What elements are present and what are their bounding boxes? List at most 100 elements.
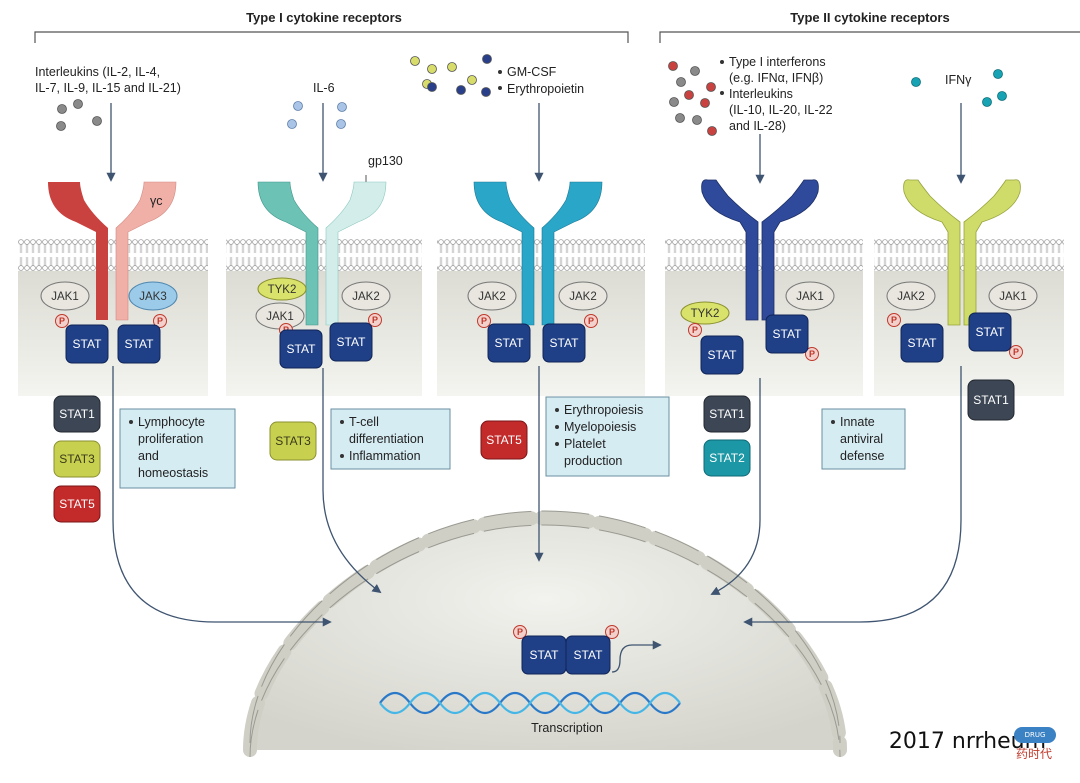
phospho-site (805, 347, 819, 361)
jak1-kinase (988, 281, 1038, 311)
stat-protein (968, 312, 1012, 352)
il10-label-line2: (IL-10, IL-20, IL-22 (729, 103, 833, 117)
jak2-kinase (341, 281, 391, 311)
svg-text:P: P (809, 349, 815, 359)
svg-text:STAT1: STAT1 (59, 407, 95, 421)
stat-protein (65, 324, 109, 364)
il-pathway-arrow (112, 366, 332, 627)
svg-text:JAK3: JAK3 (139, 291, 167, 303)
outcome-box-antiviral (821, 408, 906, 470)
gmcsf-ligand-dots (410, 54, 492, 97)
jak2-kinase (886, 281, 936, 311)
svg-text:P: P (692, 325, 698, 335)
svg-text:defense: defense (840, 449, 885, 463)
type2-bracket (659, 31, 1080, 43)
ifn-receptor-chain-a (701, 179, 759, 321)
ifng-label: IFNγ (945, 73, 972, 87)
svg-text:P: P (891, 315, 897, 325)
transcription-arrow (611, 640, 662, 673)
il-ligand-dots (56, 99, 102, 131)
svg-text:proliferation: proliferation (138, 432, 203, 446)
jak3-kinase (128, 281, 178, 311)
panel-gmcsf-epo: GM-CSF Erythropoietin JAK2 JAK2 P P STAT… (410, 54, 670, 562)
phospho-site (513, 625, 527, 639)
gc-receptor-chain (115, 181, 177, 321)
svg-text:STAT: STAT (125, 337, 155, 351)
nucleus (243, 510, 847, 758)
stat5-chip (53, 485, 101, 523)
stat-protein (565, 635, 611, 675)
svg-text:JAK1: JAK1 (266, 311, 294, 323)
stat1-chip (703, 395, 751, 433)
stat-protein (279, 329, 323, 369)
stat3-chip (269, 421, 317, 461)
svg-text:STAT1: STAT1 (709, 407, 745, 421)
phospho-site (368, 313, 382, 327)
jak1-kinase (40, 281, 90, 311)
stat2-chip (703, 439, 751, 477)
membrane-1 (18, 237, 208, 271)
svg-text:and: and (138, 449, 159, 463)
tyk2-kinase (680, 301, 730, 325)
panel-il6: IL-6 gp130 TYK2 JAK1 JAK2 P P STAT STAT … (255, 81, 451, 594)
stat1-chip (53, 395, 101, 433)
svg-text:STAT: STAT (976, 325, 1006, 339)
gp130-receptor-chain (325, 181, 387, 326)
svg-text:TYK2: TYK2 (691, 308, 720, 320)
svg-text:STAT: STAT (530, 648, 560, 662)
stat-protein (117, 324, 161, 364)
membrane-3 (437, 237, 645, 271)
stat-protein (542, 323, 586, 363)
gp130-label: gp130 (368, 154, 403, 168)
drug-times-logo: DRUG TIMES 药时代 (1010, 727, 1058, 765)
svg-text:STAT: STAT (908, 336, 938, 350)
svg-text:production: production (564, 454, 622, 468)
svg-text:STAT: STAT (708, 348, 738, 362)
svg-text:STAT: STAT (287, 342, 317, 356)
ifn-label-line1: Type I interferons (729, 55, 826, 69)
ifn-pathway-arrow (710, 378, 761, 595)
gmcsf-receptor-chain-a (473, 181, 535, 326)
outcome-box-erythropoiesis (545, 396, 670, 477)
stat-protein (329, 322, 373, 362)
panel-ifn-type1: Type I interferons (e.g. IFNα, IFNβ) Int… (668, 55, 835, 595)
stat3-chip (53, 440, 101, 478)
membrane-2 (226, 237, 422, 271)
transcription-label: Transcription (531, 721, 603, 735)
type1-header: Type I cytokine receptors (246, 10, 402, 25)
dna-helix (379, 691, 681, 715)
ifng-receptor-chain-a (903, 179, 961, 326)
gmcsf-label: GM-CSF (507, 65, 557, 79)
svg-text:STAT: STAT (495, 336, 525, 350)
jak2-kinase (558, 281, 608, 311)
svg-text:Inflammation: Inflammation (349, 449, 421, 463)
svg-text:JAK2: JAK2 (569, 291, 597, 303)
svg-text:STAT2: STAT2 (709, 451, 745, 465)
svg-text:STAT3: STAT3 (59, 452, 95, 466)
svg-text:STAT: STAT (574, 648, 604, 662)
ifng-ligand-dots (911, 69, 1007, 107)
svg-text:STAT5: STAT5 (486, 433, 522, 447)
il6-ligand-dots (287, 101, 347, 129)
outcome-box-lymphocyte (119, 408, 236, 489)
type2-header: Type II cytokine receptors (790, 10, 949, 25)
il-group-label-line1: Interleukins (IL-2, IL-4, (35, 65, 160, 79)
phospho-site (1009, 345, 1023, 359)
ifng-pathway-arrow (743, 366, 962, 627)
svg-text:TYK2: TYK2 (268, 284, 297, 296)
nuclear-stat-dimer: P P STAT STAT (513, 625, 662, 675)
svg-text:homeostasis: homeostasis (138, 466, 208, 480)
svg-text:JAK1: JAK1 (999, 291, 1027, 303)
gmcsf-receptor-chain-b (541, 181, 603, 326)
phospho-site (688, 323, 702, 337)
stat-protein (487, 323, 531, 363)
cell-membranes (18, 237, 1064, 271)
il6-receptor-chain (257, 181, 319, 326)
svg-text:P: P (588, 316, 594, 326)
il-receptor-chain-a (48, 182, 108, 320)
svg-text:P: P (481, 316, 487, 326)
jak1-kinase (785, 281, 835, 311)
il6-pathway-arrow (322, 368, 382, 594)
svg-text:STAT5: STAT5 (59, 497, 95, 511)
svg-text:Lymphocyte: Lymphocyte (138, 415, 205, 429)
